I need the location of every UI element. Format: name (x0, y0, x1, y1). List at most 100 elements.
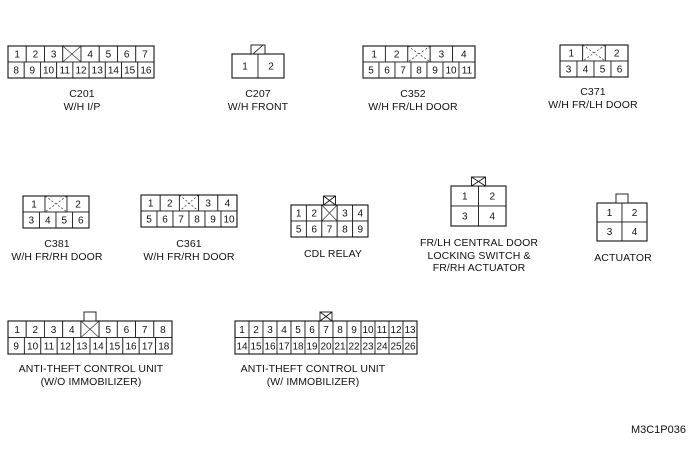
pin-cavity: 23 (360, 337, 376, 355)
pin-cavity: 1 (22, 195, 46, 213)
pin-cavity: 24 (374, 337, 390, 355)
pin-number: 1 (462, 192, 468, 203)
pin-number: 5 (295, 325, 301, 336)
pin-number: 4 (45, 216, 51, 227)
pin-number: 8 (337, 325, 343, 336)
pin-cavity: 2 (159, 194, 180, 212)
pin-number: 15 (250, 341, 262, 352)
pin-cavity: 14 (234, 337, 250, 355)
connector-label-line: LOCKING SWITCH & (427, 249, 531, 262)
blank-cavity (582, 44, 606, 62)
pin-number: 1 (31, 200, 37, 211)
pin-number: 19 (306, 341, 318, 352)
pin-number: 15 (109, 341, 121, 352)
pin-number: 8 (160, 325, 166, 336)
connector-label-line: (W/O IMMOBILIZER) (40, 375, 142, 388)
pin-cavity: 8 (410, 61, 428, 79)
connector-label-line: ACTUATOR (594, 252, 652, 264)
connector-label-line: ANTI-THEFT CONTROL UNIT (240, 363, 386, 375)
pin-number: 6 (617, 65, 623, 76)
connector-frame (7, 45, 155, 79)
pin-cavity: 2 (305, 204, 323, 222)
pin-cavity: 6 (304, 320, 320, 338)
pin-number: 11 (462, 66, 473, 77)
connector-cdl-relay-label: CDL RELAY (223, 248, 443, 261)
pin-number: 7 (142, 50, 148, 61)
pin-cavity: 13 (73, 337, 91, 355)
pin-number: 6 (162, 215, 168, 226)
pin-number: 9 (358, 225, 364, 236)
blank-cavity (80, 320, 100, 338)
blank-cavity (407, 45, 431, 63)
pin-cell (231, 53, 259, 79)
pin-cavity: 13 (88, 61, 106, 79)
pin-number: 24 (376, 341, 388, 352)
pin-number: 11 (377, 325, 388, 336)
pin-number: 15 (124, 66, 136, 77)
pin-number: 16 (125, 341, 137, 352)
pin-cavity: 12 (388, 320, 404, 338)
blank-cavity (178, 194, 200, 212)
pin-number: 1 (607, 208, 613, 219)
connector-label-line: W/H FRONT (227, 100, 289, 113)
lock-tab (615, 193, 629, 204)
pin-cavity: 10 (442, 61, 460, 79)
pin-number: 8 (13, 66, 19, 77)
pin-cavity: 9 (352, 220, 369, 238)
pin-cavity: 16 (137, 61, 155, 79)
pin-cavity: 9 (7, 337, 25, 355)
pin-cavity: 8 (188, 210, 206, 228)
pin-cavity: 8 (153, 320, 173, 338)
pin-number: 1 (296, 209, 302, 220)
pin-number: 10 (27, 341, 39, 352)
blank-cavity (62, 45, 82, 63)
pin-cavity: 4 (352, 204, 369, 222)
pin-number: 4 (225, 199, 231, 210)
pin-cavity: 3 (22, 211, 40, 229)
pin-cavity: 4 (621, 221, 648, 242)
pin-cavity: 9 (204, 210, 222, 228)
pin-number: 10 (43, 66, 55, 77)
pin-cavity: 3 (596, 221, 623, 242)
pin-cavity: 6 (378, 61, 396, 79)
pin-number: 14 (93, 341, 105, 352)
pin-cavity: 16 (122, 337, 140, 355)
pin-number: 6 (124, 325, 130, 336)
pin-cavity: 11 (458, 61, 476, 79)
pin-cavity: 5 (362, 61, 380, 79)
blank-cavity (44, 195, 68, 213)
connector-frame (362, 45, 476, 79)
pin-cavity: 7 (172, 210, 190, 228)
pin-number: 3 (566, 65, 572, 76)
pin-cavity: 1 (231, 53, 259, 79)
pin-cavity: 16 (262, 337, 278, 355)
pin-number: 9 (30, 66, 36, 77)
pin-cavity: 11 (374, 320, 390, 338)
connector-label-line: FR/RH ACTUATOR (432, 262, 526, 274)
connector-frame (559, 44, 629, 78)
pin-number: 13 (76, 341, 88, 352)
connector-label-line: CDL RELAY (303, 248, 363, 260)
pin-cavity: 6 (117, 45, 137, 63)
pin-number: 2 (167, 199, 173, 210)
pin-number: 7 (400, 66, 406, 77)
pin-cavity: 4 (39, 211, 57, 229)
pin-number: 5 (600, 65, 606, 76)
pin-number: 23 (362, 341, 374, 352)
pin-number: 11 (44, 341, 55, 352)
pin-number: 2 (253, 325, 259, 336)
pin-number: 4 (489, 212, 495, 223)
pin-cavity: 4 (576, 60, 595, 78)
pin-cavity: 17 (276, 337, 292, 355)
pin-number: 7 (178, 215, 184, 226)
